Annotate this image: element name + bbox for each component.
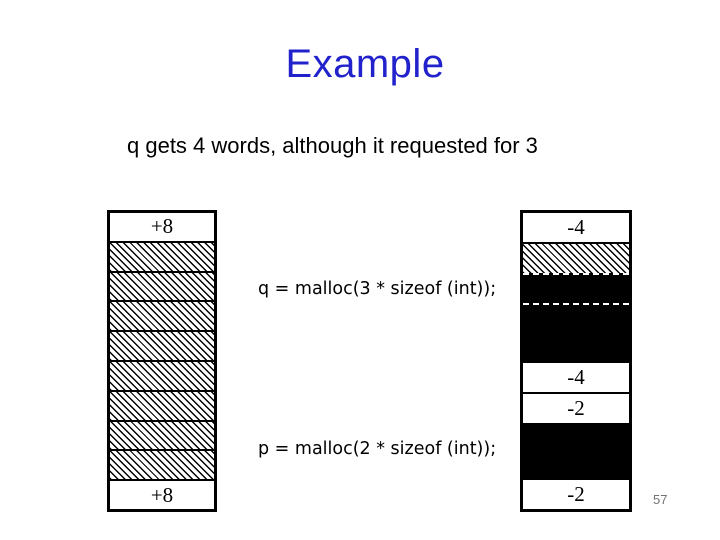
free-word-cell xyxy=(110,389,214,420)
allocated-block-cell xyxy=(523,303,629,363)
slide-title: Example xyxy=(285,42,445,86)
memory-column-left: +8 +8 xyxy=(107,210,217,512)
slide-subtitle: q gets 4 words, although it requested fo… xyxy=(127,133,538,158)
boundary-tag-cell: -2 xyxy=(523,391,629,423)
memory-column-right: -4 -4 -2 -2 xyxy=(520,210,632,512)
boundary-tag-cell: -4 xyxy=(523,362,629,392)
page-number: 57 xyxy=(653,492,668,507)
free-word-cell xyxy=(110,300,214,331)
free-word-cell xyxy=(110,419,214,450)
boundary-tag-cell: -4 xyxy=(523,213,629,242)
free-word-cell xyxy=(110,449,214,480)
free-word-cell xyxy=(110,240,214,271)
free-word-cell xyxy=(110,270,214,301)
free-word-cell xyxy=(523,241,629,273)
free-word-cell xyxy=(110,330,214,360)
boundary-tag-cell: +8 xyxy=(110,213,214,241)
allocated-block-cell xyxy=(523,422,629,481)
boundary-tag-cell: -2 xyxy=(523,480,629,509)
code-p-malloc: p = malloc(2 * sizeof (int)); xyxy=(258,439,497,459)
allocated-word-cell xyxy=(523,272,629,304)
boundary-tag-cell: +8 xyxy=(110,479,214,509)
free-word-cell xyxy=(110,359,214,390)
code-q-malloc: q = malloc(3 * sizeof (int)); xyxy=(258,279,497,299)
